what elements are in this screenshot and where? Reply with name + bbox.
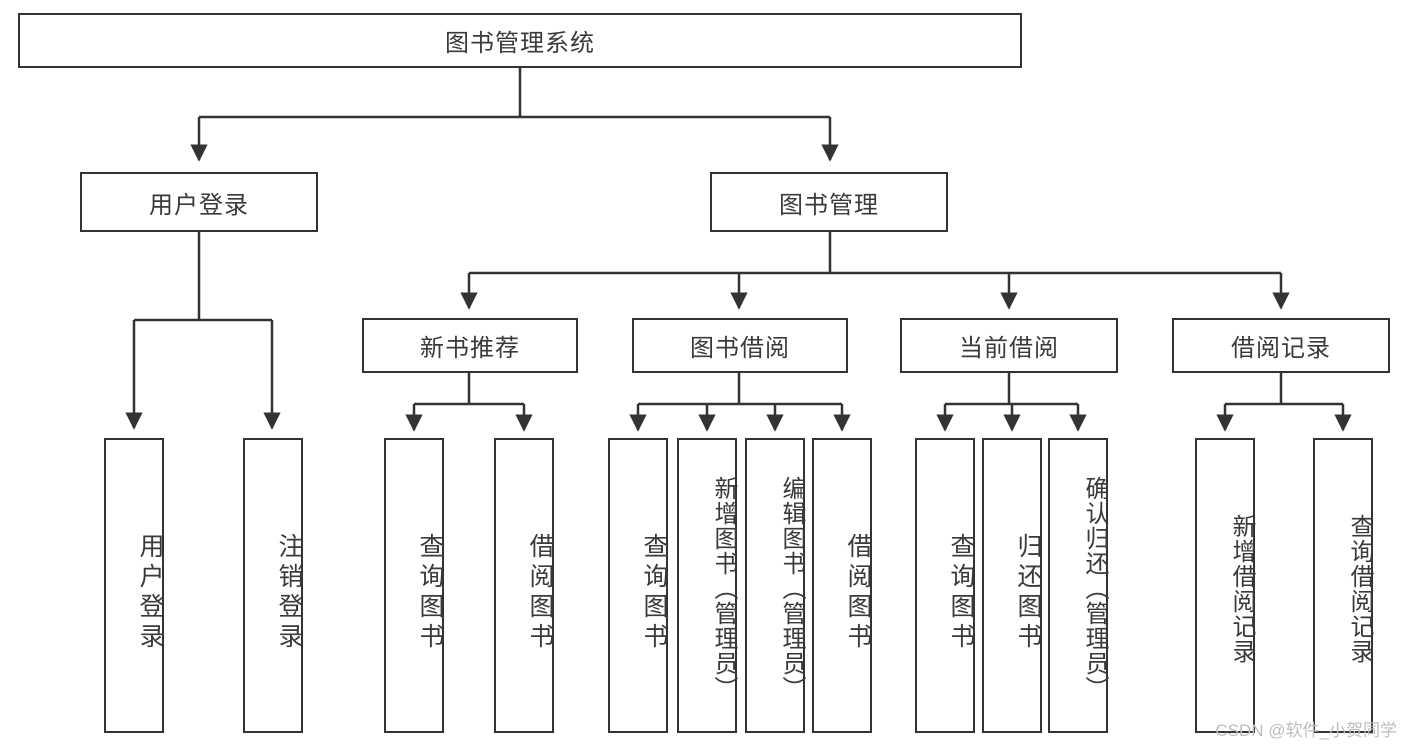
node-root-book-management-system[interactable]: 图书管理系统 bbox=[18, 13, 1022, 68]
leaf-book-borrow-add-book-admin[interactable]: 新增图书（管理员） bbox=[677, 438, 737, 733]
leaf-current-borrow-confirm-return-admin[interactable]: 确认归还（管理员） bbox=[1048, 438, 1108, 733]
node-label: 查询图书 bbox=[640, 532, 668, 653]
leaf-book-borrow-borrow-book[interactable]: 借阅图书 bbox=[812, 438, 872, 733]
leaf-borrow-record-query-record[interactable]: 查询借阅记录 bbox=[1313, 438, 1373, 733]
leaf-book-borrow-edit-book-admin[interactable]: 编辑图书（管理员） bbox=[745, 438, 805, 733]
node-label: 图书管理系统 bbox=[445, 30, 595, 57]
node-book-management[interactable]: 图书管理 bbox=[710, 172, 948, 232]
node-label: 新增借阅记录 bbox=[1228, 513, 1255, 664]
node-label: 图书借阅 bbox=[690, 335, 790, 362]
node-label: 查询图书 bbox=[947, 532, 975, 653]
node-label: 注销登录 bbox=[275, 532, 303, 653]
node-current-borrow[interactable]: 当前借阅 bbox=[900, 318, 1118, 373]
node-label: 借阅图书 bbox=[844, 532, 872, 653]
node-borrow-record[interactable]: 借阅记录 bbox=[1172, 318, 1390, 373]
leaf-user-login-login[interactable]: 用户登录 bbox=[104, 438, 164, 733]
leaf-current-borrow-return-book[interactable]: 归还图书 bbox=[982, 438, 1042, 733]
node-label: 查询图书 bbox=[416, 532, 444, 653]
node-label: 编辑图书（管理员） bbox=[778, 476, 805, 701]
node-book-borrow[interactable]: 图书借阅 bbox=[632, 318, 848, 373]
node-user-login[interactable]: 用户登录 bbox=[80, 172, 318, 232]
node-label: 归还图书 bbox=[1014, 532, 1042, 653]
leaf-new-book-query-book[interactable]: 查询图书 bbox=[384, 438, 444, 733]
node-label: 新书推荐 bbox=[420, 335, 520, 362]
node-label: 借阅记录 bbox=[1231, 335, 1331, 362]
node-label: 用户登录 bbox=[149, 191, 249, 219]
node-label: 确认归还（管理员） bbox=[1081, 476, 1108, 701]
node-label: 用户登录 bbox=[136, 532, 164, 653]
node-label: 当前借阅 bbox=[959, 335, 1059, 362]
node-label: 新增图书（管理员） bbox=[710, 476, 737, 701]
node-label: 借阅图书 bbox=[526, 532, 554, 653]
leaf-new-book-borrow-book[interactable]: 借阅图书 bbox=[494, 438, 554, 733]
leaf-current-borrow-query-book[interactable]: 查询图书 bbox=[915, 438, 975, 733]
csdn-watermark: CSDN @软件_小贺同学 bbox=[1215, 721, 1397, 740]
leaf-user-login-logout[interactable]: 注销登录 bbox=[243, 438, 303, 733]
node-label: 图书管理 bbox=[779, 191, 879, 219]
node-new-book-recommend[interactable]: 新书推荐 bbox=[362, 318, 578, 373]
leaf-borrow-record-add-record[interactable]: 新增借阅记录 bbox=[1195, 438, 1255, 733]
leaf-book-borrow-query-book[interactable]: 查询图书 bbox=[608, 438, 668, 733]
node-label: 查询借阅记录 bbox=[1346, 513, 1373, 664]
